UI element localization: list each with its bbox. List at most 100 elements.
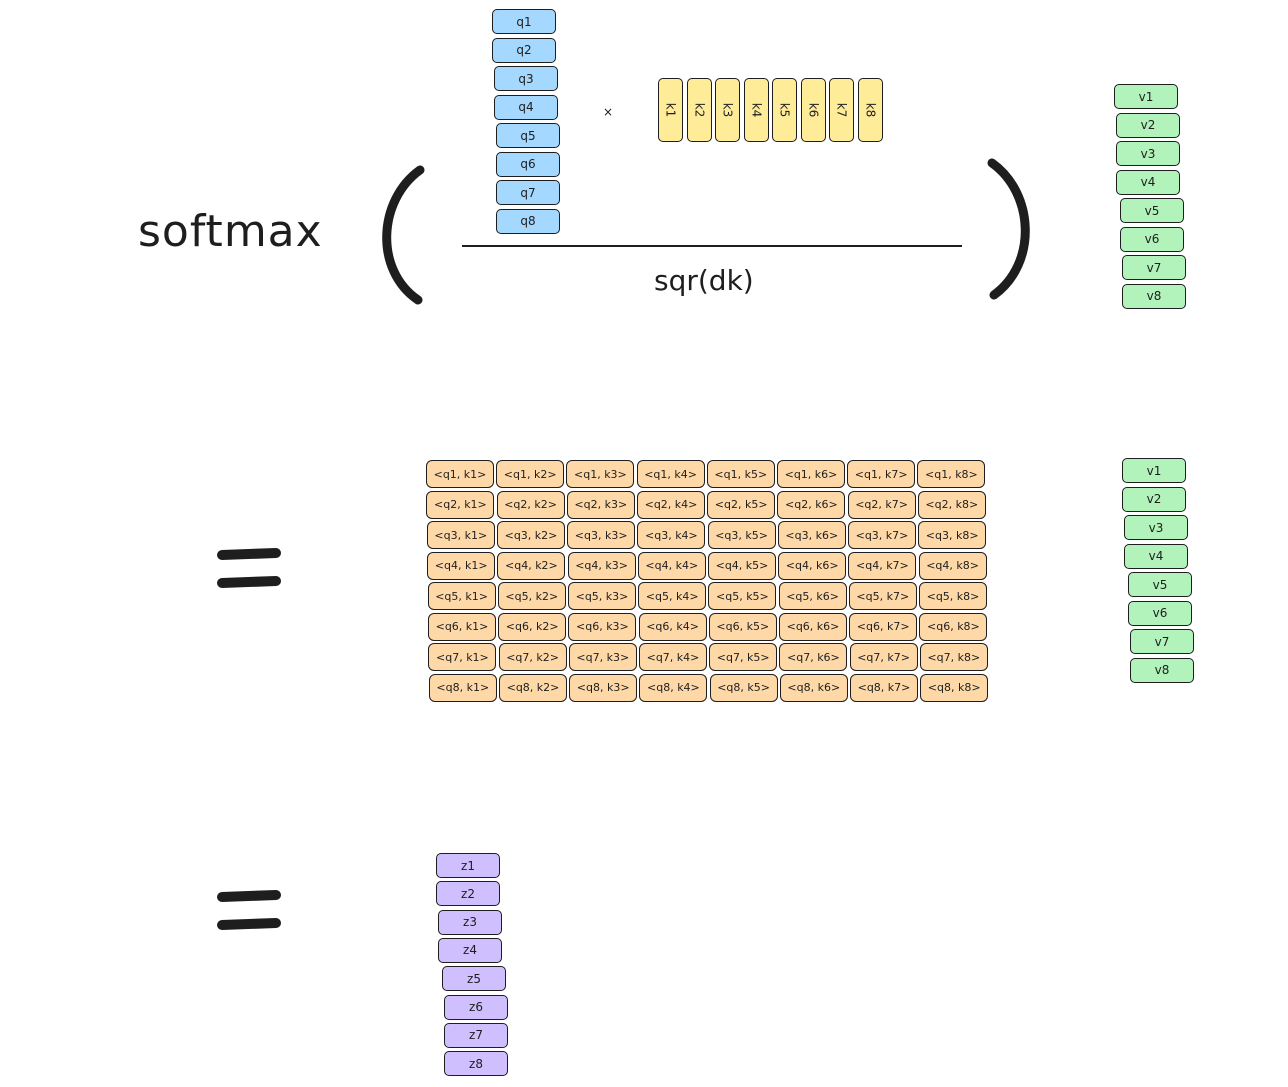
v-cell: v7 (1122, 255, 1186, 280)
v-cell: v8 (1122, 283, 1186, 309)
v-cell: v5 (1120, 198, 1184, 223)
qk-cell: <q7, k7> (849, 643, 918, 671)
qk-cell: <q4, k4> (637, 551, 706, 580)
qk-cell: <q3, k2> (497, 521, 565, 549)
q-cell: q7 (496, 180, 560, 205)
qk-cell: <q6, k8> (919, 612, 988, 641)
qk-cell: <q1, k7> (847, 460, 916, 488)
k-cell: k7 (829, 78, 854, 142)
q-cell: q3 (494, 66, 558, 91)
k-cell-label: k1 (663, 102, 678, 118)
qk-cell: <q5, k2> (497, 582, 566, 610)
qk-cell: <q3, k1> (426, 521, 495, 549)
k-cell: k4 (743, 78, 769, 142)
qk-cell: <q2, k7> (847, 490, 916, 519)
v-cell: v3 (1116, 141, 1180, 166)
v-cell: v7 (1130, 629, 1194, 654)
qk-cell: <q2, k8> (917, 490, 986, 519)
multiply-symbol: × (603, 105, 614, 119)
k-cell: k8 (857, 78, 883, 142)
qk-cell: <q8, k6> (779, 673, 848, 702)
qk-cell: <q6, k6> (779, 612, 847, 641)
k-cell: k5 (772, 78, 797, 142)
right-parenthesis (987, 158, 1030, 300)
qk-cell: <q5, k7> (848, 582, 917, 610)
qk-cell: <q2, k5> (707, 490, 776, 519)
v-cell: v5 (1128, 572, 1192, 597)
k-cell: k2 (686, 78, 712, 142)
qk-cell: <q3, k8> (918, 521, 987, 549)
q-cell: q4 (494, 94, 558, 120)
qk-cell: <q3, k3> (567, 521, 636, 549)
k-cell-label: k2 (692, 102, 706, 118)
z-cell: z7 (444, 1022, 508, 1048)
qk-cell: <q1, k4> (636, 460, 705, 488)
z-cell: z2 (436, 881, 500, 907)
z-cell: z8 (444, 1051, 508, 1077)
qk-cell: <q2, k3> (566, 490, 635, 519)
qk-cell: <q4, k3> (567, 551, 636, 580)
v-cell: v8 (1130, 657, 1194, 683)
k-cell-label: k6 (806, 102, 820, 118)
qk-cell: <q5, k6> (778, 582, 847, 610)
qk-cell: <q6, k1> (428, 612, 496, 641)
qk-cell: <q1, k5> (706, 460, 775, 488)
qk-cell: <q1, k2> (496, 460, 565, 488)
qk-cell: <q1, k6> (777, 460, 845, 488)
softmax-label: softmax (138, 206, 323, 257)
qk-cell: <q2, k6> (777, 490, 846, 519)
k-cell: k6 (800, 78, 826, 142)
qk-cell: <q3, k4> (637, 521, 706, 549)
qk-cell: <q4, k1> (427, 551, 496, 580)
k-cell-label: k3 (720, 102, 735, 118)
v-cell: v6 (1128, 600, 1192, 626)
v-cell: v4 (1116, 169, 1180, 195)
qk-cell: <q7, k2> (498, 643, 567, 671)
k-cell: k1 (658, 78, 683, 142)
qk-cell: <q4, k7> (848, 551, 917, 580)
k-cell: k3 (715, 78, 740, 142)
k-cell-label: k4 (749, 102, 763, 118)
qk-cell: <q8, k3> (569, 673, 638, 702)
qk-cell: <q4, k5> (708, 551, 776, 580)
q-cell: q8 (496, 208, 560, 234)
equals-sign-2 (217, 890, 281, 930)
qk-cell: <q2, k2> (496, 490, 565, 519)
z-cell: z1 (436, 853, 500, 878)
k-cell-label: k7 (834, 102, 849, 118)
qk-cell: <q3, k7> (848, 521, 916, 549)
qk-cell: <q5, k5> (708, 582, 777, 610)
v-cell: v4 (1124, 543, 1188, 569)
q-cell: q1 (492, 9, 556, 34)
qk-cell: <q4, k8> (918, 551, 987, 580)
qk-cell: <q2, k1> (426, 490, 495, 519)
qk-cell: <q1, k1> (426, 460, 494, 488)
qk-cell: <q6, k7> (849, 612, 918, 641)
q-cell: q2 (492, 37, 556, 63)
qk-cell: <q3, k5> (707, 521, 776, 549)
qk-cell: <q6, k3> (568, 612, 637, 641)
qk-cell: <q4, k6> (778, 551, 847, 580)
v-cell: v6 (1120, 226, 1184, 252)
k-cell-label: k8 (863, 102, 877, 118)
z-cell: z4 (438, 937, 502, 963)
denominator-label: sqr(dk) (654, 264, 754, 297)
qk-cell: <q7, k5> (709, 643, 778, 671)
qk-cell: <q3, k6> (777, 521, 846, 549)
fraction-line (462, 245, 962, 247)
qk-cell: <q5, k3> (568, 582, 636, 610)
v-cell: v1 (1122, 458, 1186, 483)
q-cell: q5 (496, 123, 560, 148)
qk-cell: <q2, k4> (637, 490, 705, 519)
left-parenthesis (382, 165, 425, 305)
qk-cell: <q5, k8> (919, 582, 987, 610)
qk-cell: <q8, k7> (850, 673, 918, 702)
v-cell: v2 (1116, 112, 1180, 138)
equals-sign-1 (217, 548, 281, 588)
qk-cell: <q1, k8> (917, 460, 986, 488)
qk-cell: <q5, k1> (427, 582, 496, 610)
qk-cell: <q1, k3> (566, 460, 635, 488)
qk-cell: <q8, k4> (639, 673, 708, 702)
qk-cell: <q7, k8> (919, 643, 988, 671)
qk-cell: <q8, k2> (499, 673, 567, 702)
